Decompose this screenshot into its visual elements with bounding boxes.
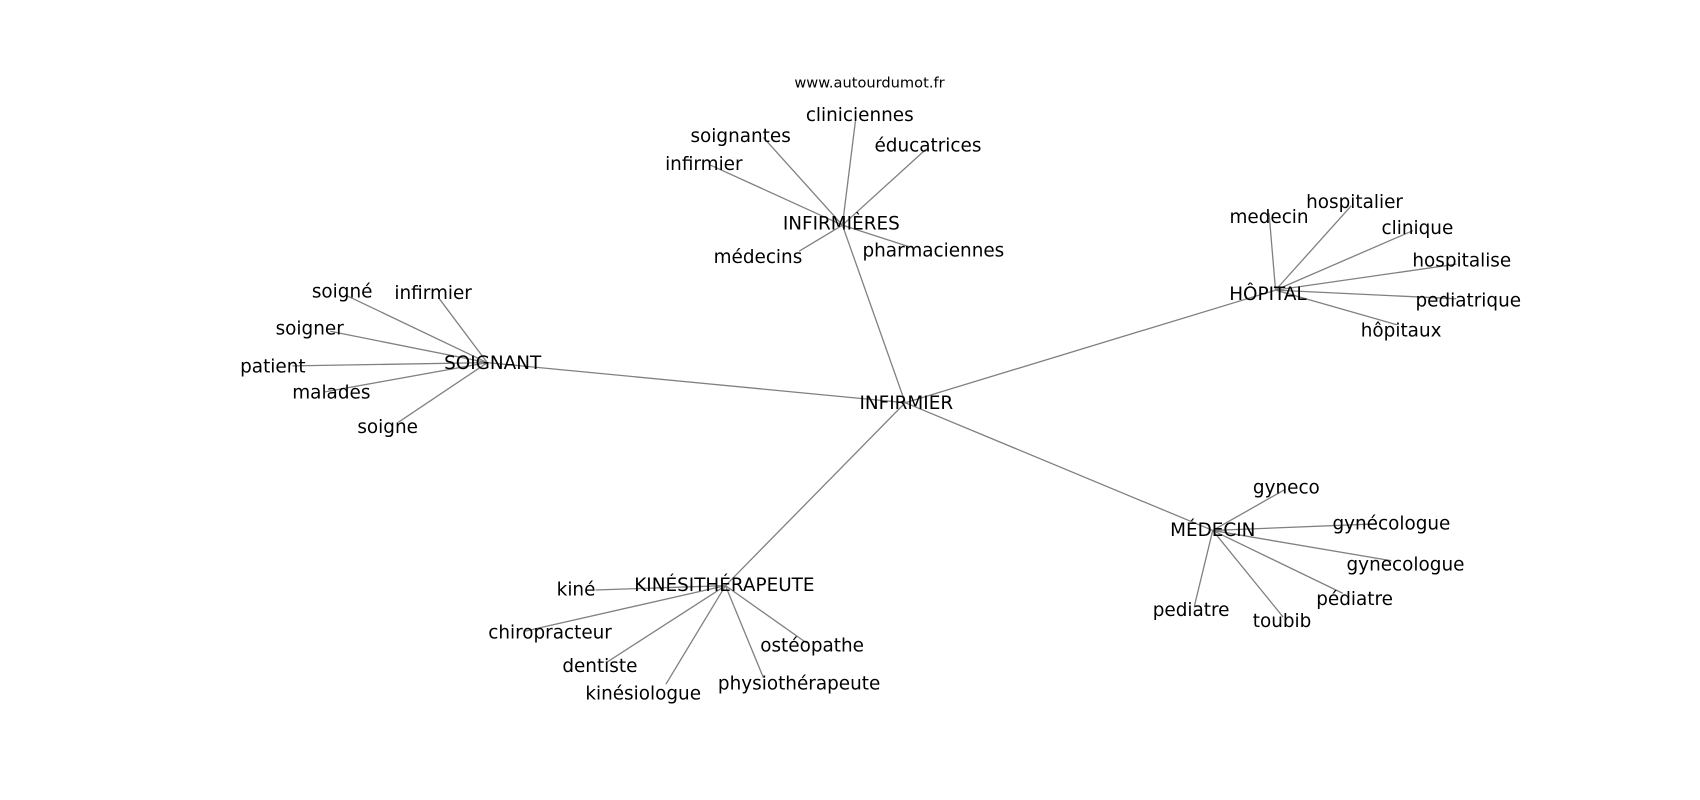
leaf-node-hopital[interactable]: clinique — [1382, 218, 1454, 239]
leaf-node-medecin[interactable]: gynécologue — [1332, 513, 1450, 534]
hub-node-hopital[interactable]: HÔPITAL — [1229, 283, 1307, 305]
leaf-node-soignant[interactable]: patient — [240, 356, 305, 377]
edge-soignant-leaf — [438, 297, 488, 364]
leaf-node-soignant[interactable]: malades — [292, 382, 370, 403]
edge-soignant-leaf — [346, 294, 488, 364]
edge-soignant-leaf — [324, 362, 488, 393]
edge-hopital-leaf — [1268, 213, 1277, 291]
edge-infirmieres-leaf — [841, 121, 857, 226]
edge-hopital-leaf — [1275, 229, 1414, 291]
leaf-node-infirmieres[interactable]: cliniciennes — [806, 105, 914, 126]
edge-infirmieres-leaf — [708, 163, 843, 226]
leaf-node-medecin[interactable]: gyneco — [1253, 478, 1320, 499]
edge-kine-leaf — [525, 585, 726, 632]
edge-center-medecin — [904, 402, 1213, 532]
hub-node-medecin[interactable]: MÉDECIN — [1170, 519, 1255, 541]
leaf-node-hopital[interactable]: medecin — [1229, 207, 1308, 228]
leaf-node-hopital[interactable]: pediatrique — [1415, 290, 1521, 311]
leaf-node-hopital[interactable]: hospitalise — [1412, 250, 1511, 271]
leaf-node-kine[interactable]: kiné — [557, 579, 596, 600]
edge-center-kine — [725, 402, 906, 587]
leaf-node-soignant[interactable]: soigné — [312, 282, 373, 303]
center-node-label[interactable]: INFIRMIER — [859, 393, 953, 414]
edges — [292, 121, 1457, 685]
edge-infirmieres-leaf — [842, 224, 910, 248]
edge-soignant-leaf — [330, 330, 488, 364]
edge-kine-leaf — [725, 585, 808, 644]
edge-kine-leaf — [606, 585, 726, 664]
leaf-node-infirmieres[interactable]: soignantes — [690, 126, 790, 147]
leaf-node-soignant[interactable]: soigner — [276, 319, 345, 340]
edge-medecin-leaf — [1212, 529, 1343, 594]
edge-soignant-leaf — [398, 362, 488, 423]
edge-center-infirmieres — [841, 224, 906, 403]
leaf-node-infirmieres[interactable]: infirmier — [665, 154, 743, 175]
labels: INFIRMIER SOIGNANT soigné infirmier soigner p… — [240, 105, 1521, 704]
edge-kine-leaf — [665, 585, 727, 685]
leaf-node-medecin[interactable]: gynecologue — [1347, 555, 1465, 576]
edge-hopital-leaf — [1275, 289, 1457, 300]
edge-center-soignant — [487, 362, 906, 404]
edge-soignant-leaf — [292, 362, 488, 367]
leaf-node-infirmieres[interactable]: éducatrices — [874, 136, 981, 157]
edge-hopital-leaf — [1275, 263, 1457, 291]
leaf-node-soignant[interactable]: soigne — [357, 417, 418, 438]
edge-infirmieres-leaf — [762, 137, 843, 226]
edge-infirmieres-leaf — [841, 148, 927, 226]
edge-hopital-leaf — [1275, 289, 1397, 326]
hub-node-soignant[interactable]: SOIGNANT — [444, 353, 542, 374]
edge-medecin-leaf — [1212, 529, 1392, 562]
leaf-node-infirmieres[interactable]: pharmaciennes — [862, 241, 1004, 262]
leaf-node-kine[interactable]: dentiste — [562, 656, 637, 677]
hub-node-kine[interactable]: KINÉSITHÉRAPEUTE — [634, 574, 814, 596]
leaf-node-kine[interactable]: kinésiologue — [585, 683, 701, 704]
edge-kine-leaf — [595, 585, 726, 591]
edge-medecin-leaf — [1212, 530, 1284, 618]
leaf-node-medecin[interactable]: toubib — [1253, 611, 1312, 632]
edge-medecin-leaf — [1212, 488, 1286, 532]
edge-center-hopital — [905, 289, 1276, 404]
leaf-node-kine[interactable]: ostéopathe — [760, 636, 864, 657]
hub-node-infirmieres[interactable]: INFIRMIÈRES — [783, 213, 900, 235]
edge-medecin-leaf — [1212, 523, 1376, 532]
leaf-node-kine[interactable]: chiropracteur — [488, 623, 612, 644]
edge-hopital-leaf — [1275, 205, 1352, 291]
edge-infirmieres-leaf — [798, 224, 843, 252]
leaf-node-soignant[interactable]: infirmier — [394, 283, 472, 304]
edge-medecin-leaf — [1193, 530, 1214, 607]
leaf-node-hopital[interactable]: hôpitaux — [1361, 321, 1442, 342]
leaf-node-hopital[interactable]: hospitalier — [1306, 192, 1403, 213]
site-title: www.autourdumot.fr — [794, 75, 944, 92]
leaf-node-medecin[interactable]: pediatre — [1153, 600, 1230, 621]
leaf-node-medecin[interactable]: pédiatre — [1316, 589, 1393, 610]
edge-kine-leaf — [724, 585, 764, 678]
leaf-node-kine[interactable]: physiothérapeute — [718, 674, 880, 695]
leaf-node-infirmieres[interactable]: médecins — [714, 247, 803, 268]
